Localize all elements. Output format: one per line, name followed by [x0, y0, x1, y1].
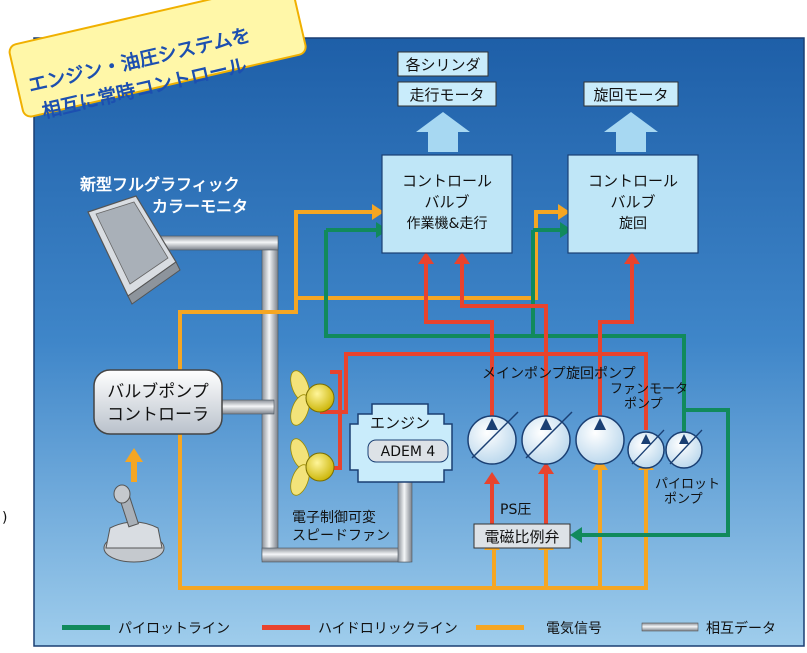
legend: パイロットライン ハイドロリックライン 電気信号 相互データ	[62, 620, 776, 637]
hydraulic-lines	[320, 262, 648, 528]
up-arrow-left	[416, 112, 470, 152]
fan-icon-top	[290, 370, 335, 426]
ps-pressure-label: PS圧	[500, 502, 531, 518]
valve-pump-controller: バルブポンプ コントローラ	[93, 369, 223, 435]
cylinder-label: 各シリンダ	[405, 56, 480, 74]
monitor-label-line1: 新型フルグラフィック	[80, 175, 240, 194]
svg-text:バルブ: バルブ	[424, 193, 469, 211]
pilot-pump-label-1: パイロット	[655, 477, 720, 492]
svg-text:): )	[2, 510, 7, 526]
legend-data: 相互データ	[706, 620, 776, 637]
main-pump-2	[521, 411, 573, 465]
svg-text:バルブ: バルブ	[610, 193, 655, 211]
top-output-left: 各シリンダ 走行モータ	[397, 51, 497, 107]
solenoid-valve: 電磁比例弁	[473, 523, 571, 549]
pilot-lines	[324, 228, 730, 537]
data-pipes	[147, 235, 413, 563]
main-pump-label: メインポンプ	[482, 366, 566, 382]
swing-pump-label: 旋回ポンプ	[566, 366, 636, 382]
legend-pilot: パイロットライン	[118, 621, 230, 637]
fan-motor-pump-label-2: ポンプ	[624, 397, 663, 412]
svg-text:バルブポンプ: バルブポンプ	[107, 381, 209, 402]
top-output-right: 旋回モータ	[583, 81, 679, 107]
ecu-label: ADEM 4	[381, 444, 436, 460]
swing-motor-label: 旋回モータ	[593, 86, 668, 104]
control-valve-left: コントロール バルブ 作業機&走行	[381, 154, 513, 254]
legend-hydraulic: ハイドロリックライン	[318, 621, 458, 637]
pilot-pump	[665, 429, 703, 469]
swing-pump	[575, 415, 625, 465]
svg-text:コントロール: コントロール	[588, 172, 678, 190]
fan-icon-bottom	[290, 438, 335, 496]
pilot-pump-label-2: ポンプ	[664, 492, 703, 507]
engine-block: エンジン ADEM 4	[349, 403, 453, 483]
monitor-icon	[87, 195, 181, 305]
fan-motor-pump-label-1: ファンモータ	[610, 382, 688, 397]
control-valve-right: コントロール バルブ 旋回	[567, 154, 699, 254]
fan-label-line2: スピードファン	[292, 528, 390, 544]
legend-signal: 電気信号	[546, 621, 602, 637]
fan-motor-pump	[627, 429, 665, 469]
travel-motor-label: 走行モータ	[409, 86, 484, 104]
svg-text:作業機&走行: 作業機&走行	[407, 216, 488, 232]
engine-label: エンジン	[370, 414, 430, 432]
svg-text:電磁比例弁: 電磁比例弁	[484, 528, 559, 546]
svg-text:コントローラ: コントローラ	[107, 405, 209, 425]
up-arrow-right	[604, 112, 658, 152]
monitor-label-line2: カラーモニタ	[152, 197, 248, 216]
signal-lines	[178, 210, 648, 590]
svg-text:旋回: 旋回	[619, 216, 647, 232]
svg-text:コントロール: コントロール	[402, 172, 492, 190]
main-pump-1	[467, 411, 519, 465]
fan-label-line1: 電子制御可変	[292, 509, 376, 526]
joystick-icon	[103, 484, 165, 563]
